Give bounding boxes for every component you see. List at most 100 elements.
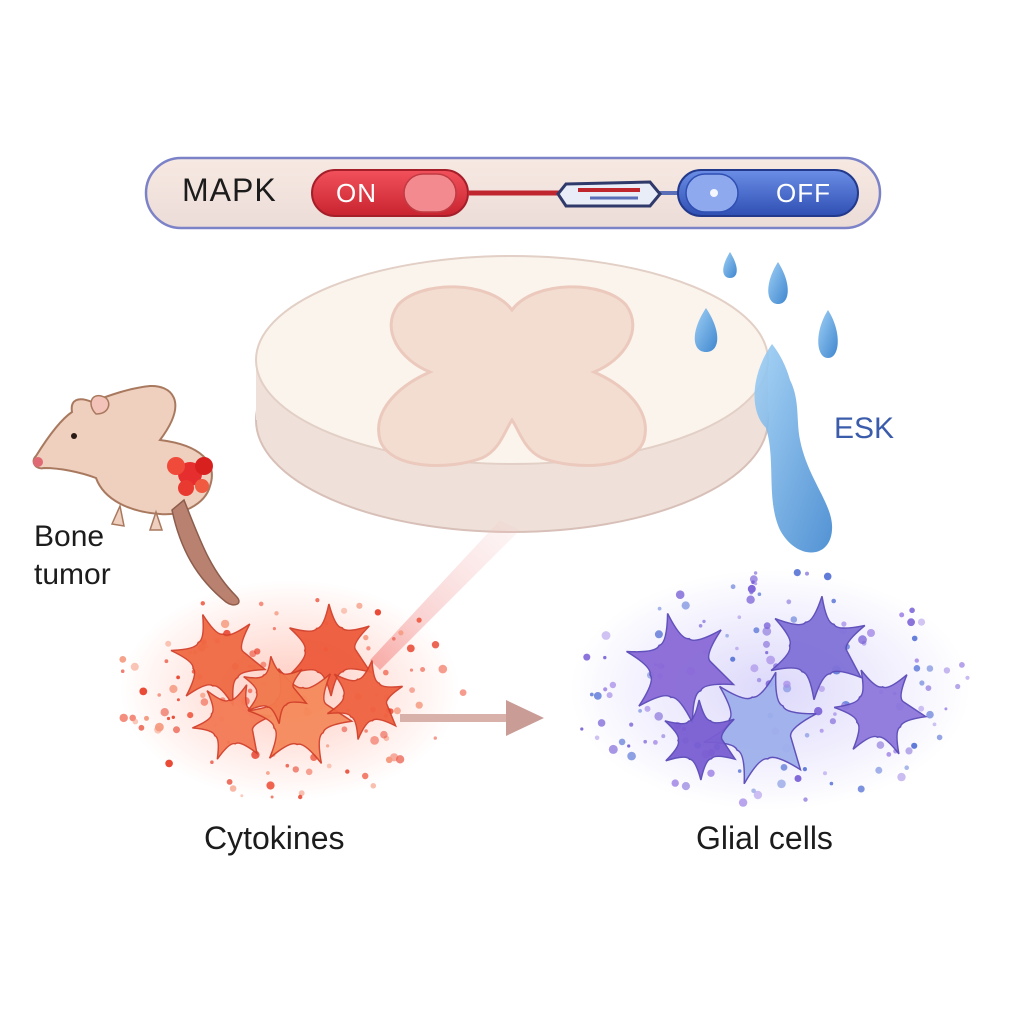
glial-particle [780,764,788,771]
glial-particle [829,781,834,786]
glial-particle [750,664,759,673]
cytokine-particle [266,771,270,775]
mapk-switch-panel [144,156,882,230]
glial-particle [944,707,948,711]
glial-particle [654,630,663,639]
mapk-label: MAPK [182,172,277,208]
cytokine-particle [171,715,175,719]
esk-drops [694,252,838,553]
glial-particle [753,790,763,800]
glial-particle [829,718,837,725]
cytokine-particle [120,669,125,673]
cytokine-particle [416,617,422,623]
rat-illustration [32,384,240,606]
off-label[interactable]: OFF [776,178,831,208]
glial-particle [608,744,618,754]
cytokine-particle [415,701,423,709]
glial-particle [867,629,875,637]
glial-particle [737,615,742,619]
glial-particle [911,635,918,642]
glial-particle [675,590,685,599]
cytokine-particle [398,630,404,636]
cytokine-particle [176,698,180,702]
glial-particle [763,640,770,648]
glial-particle [918,705,925,712]
glial-particle [790,616,798,623]
glial-particle [753,571,758,575]
glial-particle [627,744,631,748]
cytokine-particle [370,736,379,745]
glial-particle [897,772,906,782]
glial-particle [777,779,786,789]
glial-particle [861,640,867,646]
cytokine-particle [240,794,244,798]
glial-particle [819,728,824,733]
glial-particle [802,767,808,772]
glial-particle [597,719,606,727]
glial-particle [627,751,636,761]
glial-particle [766,655,775,665]
cytokine-particle [272,627,276,631]
glial-cell [703,671,817,785]
glial-particle [794,775,802,782]
cytokine-cell [248,668,354,764]
glial-particle [919,680,925,686]
glial-particle [959,662,965,668]
cytokine-particle [370,783,377,789]
cytokine-particle [393,707,401,715]
glial-particle [737,769,742,773]
cytokine-particle [364,729,368,733]
glial-particle [756,677,762,683]
cytokine-particle [315,598,320,603]
cytokine-particle [392,637,396,641]
glial-particle [917,618,926,626]
glial-particle [730,656,736,662]
glial-particle [746,595,755,604]
tumor-icon [167,457,213,496]
cytokine-particle [176,675,181,680]
glial-particle [833,712,837,716]
arrow-cytokines-to-glia [400,700,544,736]
cytokine-particle [229,785,237,792]
glial-particle [747,584,756,593]
glial-particle [926,710,934,719]
glial-particle [925,685,932,691]
cytokine-particle [409,687,415,693]
blocker-clip-icon [556,180,662,208]
glial-particle [618,738,626,746]
glial-particle [804,733,810,738]
off-toggle[interactable] [677,169,859,217]
cytokine-particle [154,726,162,734]
cytokine-particle [362,772,369,780]
glial-particle [583,653,591,661]
cytokine-cell [289,603,373,697]
glial-particle [823,572,832,581]
glial-particle [601,631,611,640]
glial-particle [886,752,892,757]
glial-cells-label: Glial cells [696,820,833,856]
cytokine-particle [298,794,303,800]
cytokine-particle [187,712,194,719]
cytokine-particle [119,713,128,723]
cytokine-particle [165,640,172,647]
cytokine-particle [409,668,414,672]
cytokine-particle [298,790,305,797]
cytokine-particle [258,601,264,607]
glial-particle [738,798,748,807]
drop-stream-icon [754,344,833,553]
glial-particle [589,692,594,697]
cytokine-particle [274,611,279,616]
glial-particle [823,771,827,776]
cytokine-particle [132,718,139,725]
cytokine-particle [157,693,161,697]
cytokine-particle [270,795,274,799]
glial-particle [681,782,691,791]
cytokine-particle [220,619,230,629]
cytokine-particle [160,708,169,717]
cytokine-particle [173,726,180,734]
glial-particle [904,765,909,770]
cytokine-particle [226,779,233,785]
on-label[interactable]: ON [336,178,377,208]
cytokine-particle [249,650,257,658]
